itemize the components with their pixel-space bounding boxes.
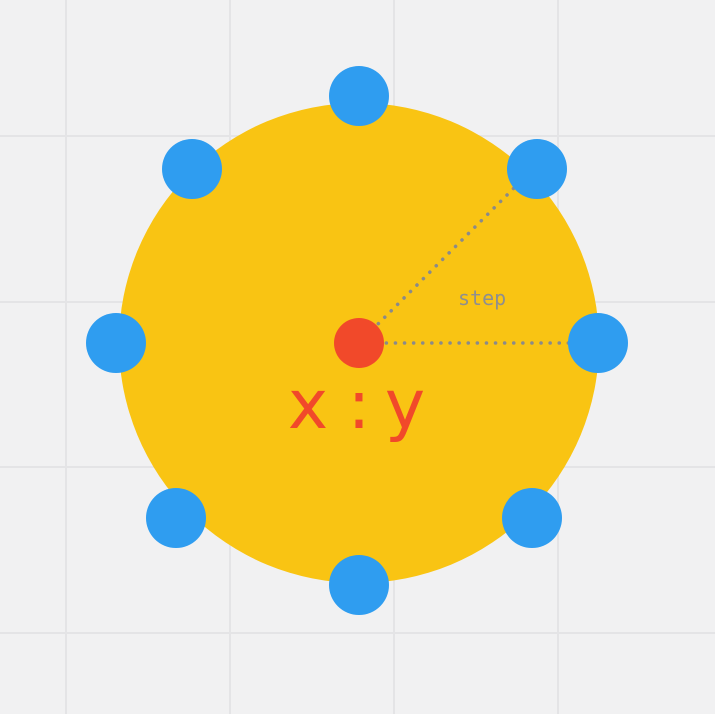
circle-point-5	[329, 555, 389, 615]
circle-point-2	[507, 139, 567, 199]
center-x-label: x	[288, 366, 328, 445]
circle-point-3	[568, 313, 628, 373]
circle-point-7	[86, 313, 146, 373]
step-label: step	[458, 286, 506, 310]
center-y-label: y	[385, 366, 425, 445]
center-separator-label: :	[348, 366, 371, 445]
center-point	[334, 318, 384, 368]
points-on-circle	[86, 66, 628, 615]
step-angle-guide	[357, 170, 532, 345]
circle-point-4	[502, 488, 562, 548]
circle-point-6	[146, 488, 206, 548]
circle-point-8	[162, 139, 222, 199]
circle-point-1	[329, 66, 389, 126]
